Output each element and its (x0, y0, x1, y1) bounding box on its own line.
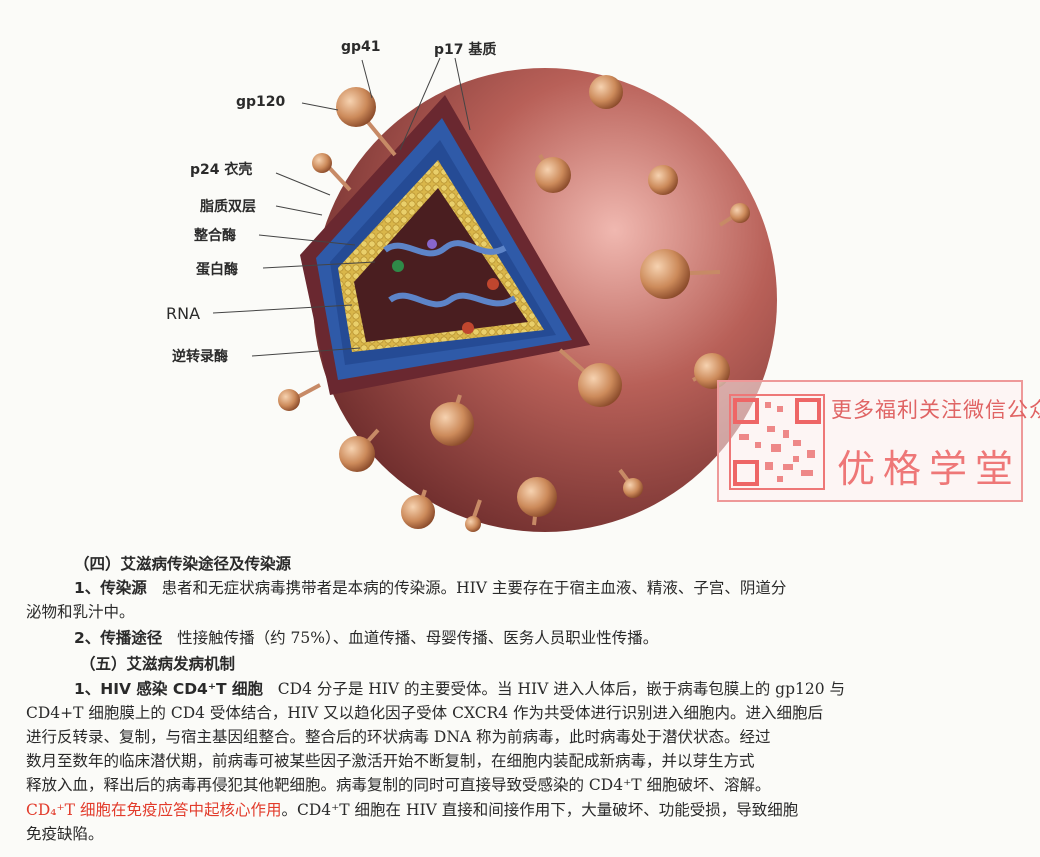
label-lipid-bilayer: 脂质双层 (200, 199, 256, 215)
highlight-text: CD₄⁺T 细胞在免疫应答中起核心作用 (26, 801, 282, 819)
hiv-virion-illustration (212, 57, 777, 532)
mechanism-line-1: CD4 分子是 HIV 的主要受体。当 HIV 进入人体后，嵌于病毒包膜上的 g… (277, 680, 846, 698)
paragraph-mechanism: 1、HIV 感染 CD4⁺T 细胞 CD4 分子是 HIV 的主要受体。当 HI… (74, 677, 845, 701)
paragraph-source: 1、传染源 患者和无症状病毒携带者是本病的传染源。HIV 主要存在于宿主血液、精… (74, 576, 786, 600)
mechanism-line-5: 释放入血，释出后的病毒再侵犯其他靶细胞。病毒复制的同时可直接导致受感染的 CD4… (26, 776, 771, 794)
paragraph-source-cont: 泌物和乳汁中。 (26, 603, 135, 621)
paragraph-route: 2、传播途径 性接触传播（约 75%）、血道传播、母婴传播、医务人员职业性传播。 (74, 626, 658, 650)
label-protease: 蛋白酶 (196, 262, 238, 278)
paragraph-mechanism-head: 1、HIV 感染 CD4⁺T 细胞 (74, 680, 263, 698)
label-reverse-transcriptase: 逆转录酶 (172, 349, 228, 365)
stamp-line2: 优格学堂 (837, 447, 1022, 491)
mechanism-line-6: CD₄⁺T 细胞在免疫应答中起核心作用。CD4⁺T 细胞在 HIV 直接和间接作… (26, 798, 798, 822)
section-heading-5: （五）艾滋病发病机制 (80, 655, 236, 673)
section-heading-4: （四）艾滋病传染途径及传染源 (74, 555, 292, 573)
mechanism-line-7: 免疫缺陷。 (26, 825, 104, 843)
paragraph-route-body: 性接触传播（约 75%）、血道传播、母婴传播、医务人员职业性传播。 (177, 629, 659, 647)
label-p17: p17 基质 (434, 42, 497, 58)
hiv-structure-figure: gp41 p17 基质 gp120 p24 衣壳 脂质双层 整合酶 蛋白酶 RN… (166, 39, 1040, 532)
label-integrase: 整合酶 (194, 228, 236, 244)
mechanism-line-3: 进行反转录、复制，与宿主基因组整合。整合后的环状病毒 DNA 称为前病毒，此时病… (26, 728, 771, 746)
mechanism-line-4: 数月至数年的临床潜伏期，前病毒可被某些因子激活开始不断复制，在细胞内装配成新病毒… (26, 752, 755, 770)
mechanism-line-6-rest: 。CD4⁺T 细胞在 HIV 直接和间接作用下，大量破坏、功能受损，导致细胞 (281, 801, 799, 819)
label-gp41: gp41 (341, 39, 381, 55)
qr-code-icon (729, 394, 825, 490)
label-rna: RNA (166, 304, 201, 323)
paragraph-source-body: 患者和无症状病毒携带者是本病的传染源。HIV 主要存在于宿主血液、精液、子宫、阴… (161, 579, 787, 597)
label-gp120: gp120 (236, 94, 286, 110)
paragraph-source-head: 1、传染源 (74, 579, 147, 597)
stamp-line1: 更多福利关注微信公众号 (831, 398, 1040, 422)
mechanism-line-2: CD4+T 细胞膜上的 CD4 受体结合，HIV 又以趋化因子受体 CXCR4 … (26, 704, 824, 722)
label-p24: p24 衣壳 (190, 162, 253, 178)
watermark-stamp: 更多福利关注微信公众号 优格学堂 (717, 380, 1040, 502)
paragraph-route-head: 2、传播途径 (74, 629, 163, 647)
envelope-spikes (278, 75, 750, 532)
